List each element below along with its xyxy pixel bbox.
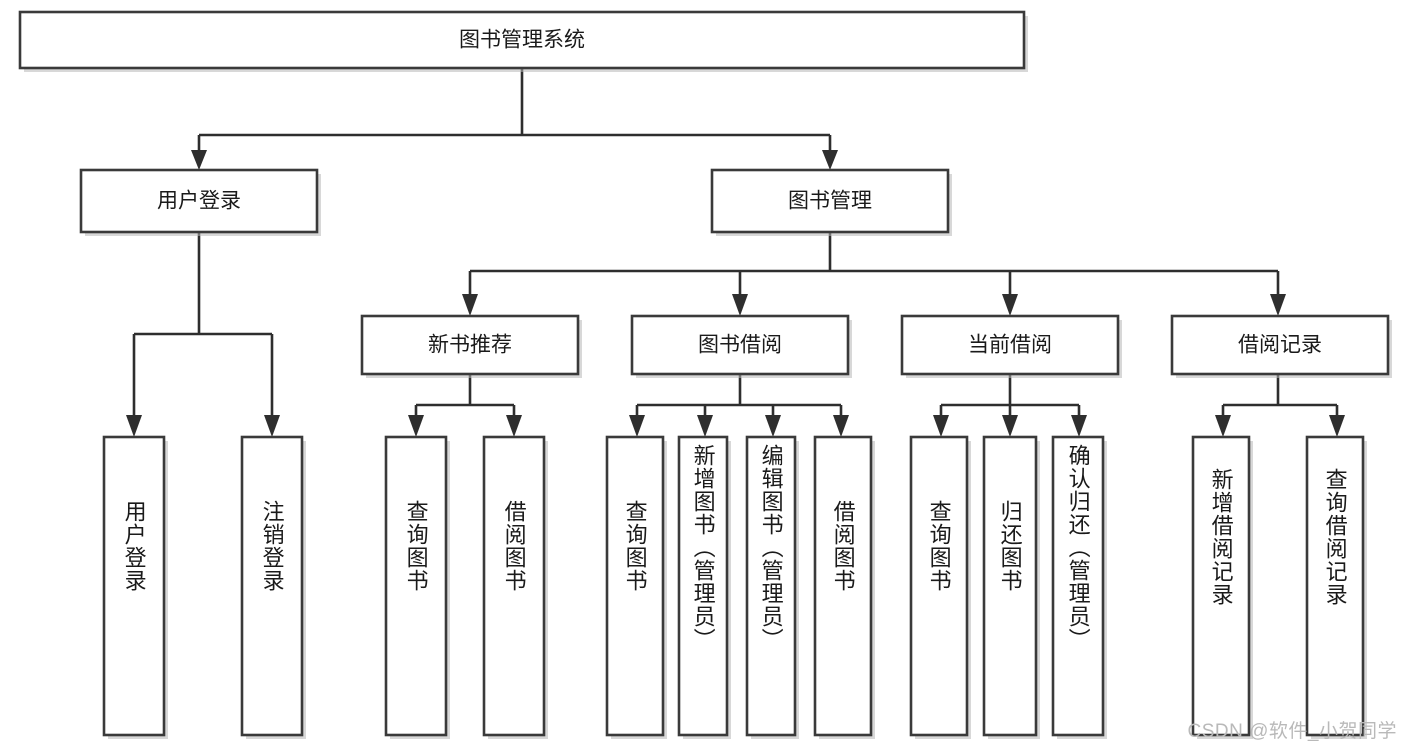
book-borrow-label: 图书借阅 xyxy=(698,334,782,357)
leaf-box xyxy=(1051,435,1105,737)
new-book-box xyxy=(360,314,580,376)
new-book-label: 新书推荐 xyxy=(428,334,512,357)
arrow-borrow-record-child-1 xyxy=(1215,415,1231,437)
arrow-book-borrow-child-4 xyxy=(833,415,849,437)
arrow-book-borrow-child-1 xyxy=(629,415,645,437)
book-manage-box xyxy=(710,168,950,234)
node-user-login[interactable]: 用户登录 xyxy=(79,168,321,236)
watermark: CSDN @软件_小贺同学 xyxy=(1187,721,1397,742)
leaf-node-user-login-1[interactable] xyxy=(102,435,168,739)
leaf-box xyxy=(745,435,797,737)
arrow-to-user-login xyxy=(191,150,207,170)
arrow-to-current-borrow xyxy=(1002,294,1018,316)
leaf-box xyxy=(384,435,448,737)
arrow-user-login-child-2 xyxy=(264,415,280,437)
leaf-box xyxy=(1305,435,1365,737)
arrow-new-book-child-2 xyxy=(506,415,522,437)
node-book-borrow[interactable]: 图书借阅 xyxy=(630,314,852,378)
root-label: 图书管理系统 xyxy=(459,29,585,52)
leaf-node-current-borrow-1[interactable] xyxy=(909,435,971,739)
node-borrow-record[interactable]: 借阅记录 xyxy=(1170,314,1392,378)
leaf-box xyxy=(482,435,546,737)
leaf-node-user-login-2[interactable] xyxy=(240,435,306,739)
leaf-node-current-borrow-2[interactable] xyxy=(982,435,1040,739)
arrow-book-borrow-child-3 xyxy=(765,415,781,437)
node-new-book[interactable]: 新书推荐 xyxy=(360,314,582,378)
node-root[interactable]: 图书管理系统 xyxy=(18,10,1028,72)
arrow-to-borrow-record xyxy=(1270,294,1286,316)
arrow-to-new-book xyxy=(462,294,478,316)
leaf-box xyxy=(240,435,304,737)
arrow-current-borrow-child-1 xyxy=(933,415,949,437)
book-borrow-box xyxy=(630,314,850,376)
current-borrow-label: 当前借阅 xyxy=(968,334,1052,357)
current-borrow-box xyxy=(900,314,1120,376)
user-login-box xyxy=(79,168,319,234)
arrow-current-borrow-child-2 xyxy=(1002,415,1018,437)
connector-group xyxy=(126,68,1345,437)
leaf-box xyxy=(605,435,665,737)
leaf-node-book-borrow-2[interactable] xyxy=(677,435,731,739)
user-login-label: 用户登录 xyxy=(157,190,241,213)
leaf-node-current-borrow-3[interactable] xyxy=(1051,435,1107,739)
leaf-box xyxy=(982,435,1038,737)
leaf-box xyxy=(102,435,166,737)
leaf-node-borrow-record-2[interactable] xyxy=(1305,435,1367,739)
arrow-user-login-child-1 xyxy=(126,415,142,437)
leaf-box xyxy=(677,435,729,737)
borrow-record-label: 借阅记录 xyxy=(1238,334,1322,357)
node-book-manage[interactable]: 图书管理 xyxy=(710,168,952,236)
book-manage-label: 图书管理 xyxy=(788,190,872,213)
arrow-to-book-manage xyxy=(822,150,838,170)
arrow-current-borrow-child-3 xyxy=(1071,415,1087,437)
arrow-to-book-borrow xyxy=(732,294,748,316)
arrow-new-book-child-1 xyxy=(408,415,424,437)
leaf-box xyxy=(909,435,969,737)
arrow-book-borrow-child-2 xyxy=(697,415,713,437)
arrow-borrow-record-child-2 xyxy=(1329,415,1345,437)
node-current-borrow[interactable]: 当前借阅 xyxy=(900,314,1122,378)
leaf-node-book-borrow-3[interactable] xyxy=(745,435,799,739)
leaf-box xyxy=(813,435,873,737)
borrow-record-box xyxy=(1170,314,1390,376)
leaf-node-new-book-2[interactable] xyxy=(482,435,548,739)
leaf-box xyxy=(1191,435,1251,737)
leaf-node-borrow-record-1[interactable] xyxy=(1191,435,1253,739)
leaf-node-new-book-1[interactable] xyxy=(384,435,450,739)
leaf-node-book-borrow-1[interactable] xyxy=(605,435,667,739)
leaf-node-book-borrow-4[interactable] xyxy=(813,435,875,739)
root-box xyxy=(18,10,1026,70)
